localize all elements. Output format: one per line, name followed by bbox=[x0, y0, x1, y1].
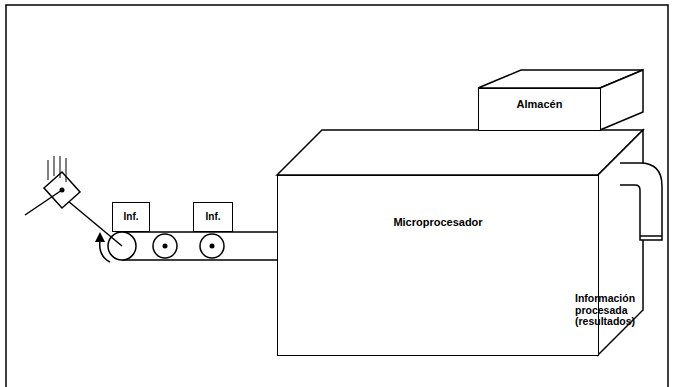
conveyor-belt bbox=[122, 232, 278, 260]
rotation-arrow bbox=[100, 240, 110, 262]
box-label: Almacén bbox=[517, 98, 563, 111]
store-side-face bbox=[600, 70, 643, 130]
crank-pivot bbox=[60, 188, 65, 193]
frame bbox=[6, 5, 668, 387]
storage-box: Almacén bbox=[478, 88, 601, 131]
roller-axle bbox=[163, 244, 168, 249]
crank-shaft bbox=[25, 190, 62, 215]
arrow-head bbox=[95, 232, 105, 242]
roller bbox=[200, 234, 224, 258]
box-label: Inf. bbox=[124, 211, 139, 223]
roller-axle bbox=[210, 244, 215, 249]
crank-handle bbox=[44, 172, 80, 208]
output-label: Información procesada (resultados) bbox=[575, 293, 657, 328]
motion-lines bbox=[48, 156, 66, 182]
box-label: Microprocesador bbox=[393, 216, 482, 229]
cargo-box: Inf. bbox=[112, 202, 150, 232]
roller bbox=[153, 234, 177, 258]
cargo-box: Inf. bbox=[193, 202, 233, 232]
processor-box: Microprocesador bbox=[277, 175, 599, 356]
output-pipe bbox=[620, 163, 662, 240]
box-label: Inf. bbox=[206, 211, 221, 223]
box-top-face bbox=[277, 130, 643, 175]
pipe-mouth bbox=[640, 235, 662, 237]
